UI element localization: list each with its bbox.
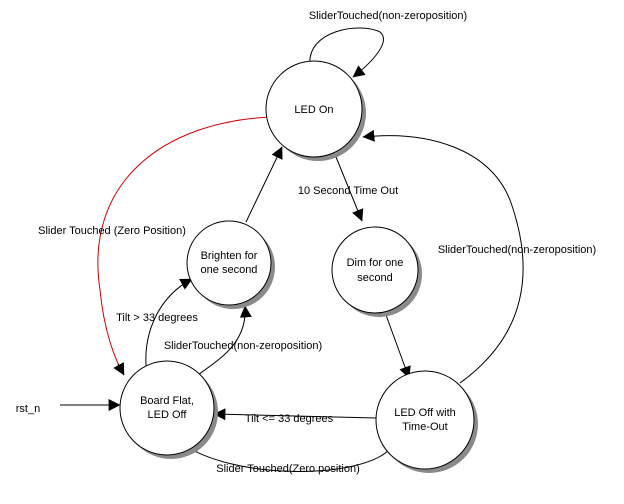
- state-brighten-circle: [186, 220, 272, 306]
- edge-timeout-to-board-flat-slider: [179, 441, 391, 472]
- label-reset-input: rst_n: [16, 403, 40, 415]
- state-led-off-timeout-label-line1: LED Off with: [394, 407, 456, 419]
- state-board-flat-label-line1: Board Flat,: [140, 395, 194, 407]
- edge-led-on-to-board-flat: [97, 116, 272, 376]
- label-timeout-to-board-flat-tilt: Tilt <= 33 degrees: [245, 413, 334, 425]
- label-board-flat-to-brighten-slider: SliderTouched(non-zeroposition): [164, 340, 322, 352]
- state-dim-circle: [331, 226, 419, 314]
- state-led-off-timeout-circle: [375, 370, 475, 470]
- state-dim-label-line2: second: [357, 272, 392, 284]
- label-timeout-to-led-on: SliderTouched(non-zeroposition): [438, 244, 596, 256]
- edge-board-flat-to-brighten-slider: [193, 305, 252, 379]
- state-board-flat-label-line2: LED Off: [148, 409, 188, 421]
- state-board-flat-circle: [119, 360, 215, 456]
- label-led-on-self-loop: SliderTouched(non-zeroposition): [309, 10, 467, 22]
- edge-timeout-to-led-on: [362, 129, 524, 384]
- edge-dim-to-timeout: [385, 314, 411, 379]
- edge-led-on-self-loop: [309, 27, 384, 78]
- edge-led-on-to-board-flat-arrowhead: [113, 362, 125, 376]
- label-led-on-to-board-flat: Slider Touched (Zero Position): [38, 225, 186, 237]
- edge-led-on-to-dim: [333, 151, 364, 222]
- label-led-on-to-dim: 10 Second Time Out: [298, 185, 398, 197]
- label-timeout-to-board-flat-slider: Slider Touched(Zero position): [216, 463, 359, 475]
- state-dim-label-line1: Dim for one: [347, 257, 404, 269]
- edge-board-flat-to-brighten-tilt: [145, 278, 193, 367]
- edge-brighten-to-led-on: [245, 146, 283, 223]
- state-led-off-timeout-label-line2: Time-Out: [402, 421, 447, 433]
- state-led-on-circle: [265, 60, 363, 158]
- label-board-flat-to-brighten-tilt: Tilt > 33 degrees: [116, 312, 198, 324]
- edge-timeout-to-board-flat-tilt: [213, 408, 377, 421]
- state-led-on-label: LED On: [294, 104, 333, 116]
- state-brighten-label-line1: Brighten for: [201, 250, 258, 262]
- state-brighten-label-line2: one second: [201, 264, 258, 276]
